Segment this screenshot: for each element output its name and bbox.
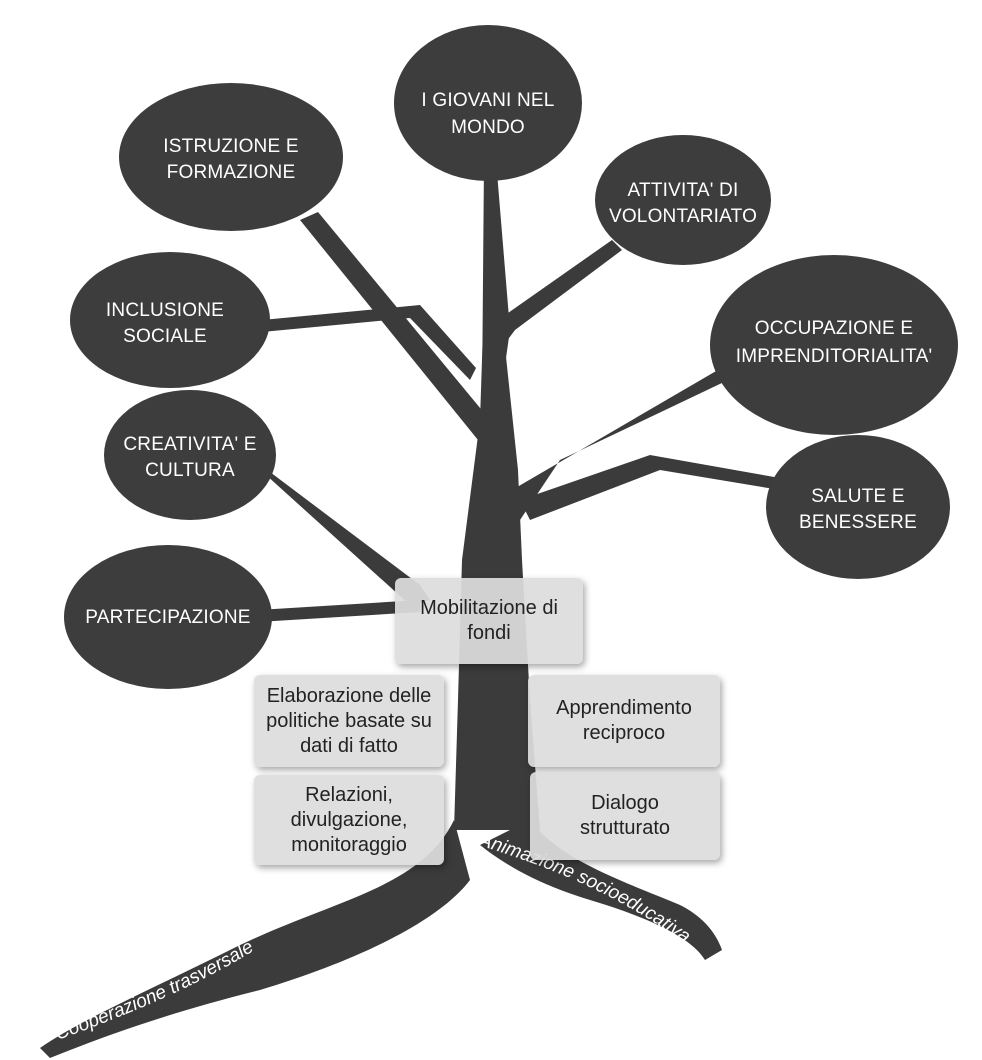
leaf-giovani-line1: I GIOVANI NEL — [421, 90, 554, 111]
box-dialogo-label: Dialogo strutturato — [579, 792, 671, 839]
leaf-volontariato: ATTIVITA' DI VOLONTARIATO — [595, 135, 771, 265]
box-elaborazione-politiche: Elaborazione delle politiche basate su d… — [254, 675, 444, 767]
leaf-inclusione-line2: SOCIALE — [123, 326, 207, 347]
box-relazioni-divulgazione: Relazioni, divulgazione, monitoraggio — [254, 775, 444, 865]
box-apprendimento-reciproco: Apprendimento reciproco — [528, 675, 720, 767]
leaf-giovani-line2: MONDO — [451, 117, 525, 138]
leaf-volontariato-line1: ATTIVITA' DI — [628, 180, 739, 201]
leaf-volontariato-line2: VOLONTARIATO — [609, 206, 757, 227]
leaf-istruzione-formazione: ISTRUZIONE E FORMAZIONE — [119, 83, 343, 231]
box-relazioni-label: Relazioni, divulgazione, monitoraggio — [290, 783, 408, 856]
leaf-istruzione-line1: ISTRUZIONE E — [163, 136, 298, 157]
leaf-partecipazione: PARTECIPAZIONE — [64, 545, 272, 689]
leaf-istruzione-line2: FORMAZIONE — [167, 162, 296, 183]
leaf-giovani-nel-mondo: I GIOVANI NEL MONDO — [394, 25, 582, 181]
leaf-salute-benessere: SALUTE E BENESSERE — [766, 435, 950, 579]
box-apprendimento-label: Apprendimento reciproco — [556, 697, 692, 744]
box-elaborazione-label: Elaborazione delle politiche basate su d… — [266, 684, 432, 757]
leaf-inclusione-line1: INCLUSIONE — [106, 300, 224, 321]
leaf-occupazione-line1: OCCUPAZIONE E — [755, 318, 914, 339]
leaf-creativita-line2: CULTURA — [145, 460, 235, 481]
leaf-creativita-cultura: CREATIVITA' E CULTURA — [104, 390, 276, 520]
leaf-creativita-line1: CREATIVITA' E — [123, 434, 256, 455]
leaf-salute-line2: BENESSERE — [799, 512, 917, 533]
box-dialogo-strutturato: Dialogo strutturato — [530, 772, 720, 860]
box-mobilitazione-fondi: Mobilitazione di fondi — [395, 578, 583, 664]
leaf-occupazione-line2: IMPRENDITORIALITA' — [736, 346, 933, 367]
leaf-partecipazione-line1: PARTECIPAZIONE — [85, 607, 250, 628]
leaf-salute-line1: SALUTE E — [811, 486, 904, 507]
box-mobilitazione-label: Mobilitazione di fondi — [420, 597, 558, 644]
leaf-occupazione-imprenditorialita: OCCUPAZIONE E IMPRENDITORIALITA' — [710, 255, 958, 435]
leaf-inclusione-sociale: INCLUSIONE SOCIALE — [70, 252, 270, 388]
